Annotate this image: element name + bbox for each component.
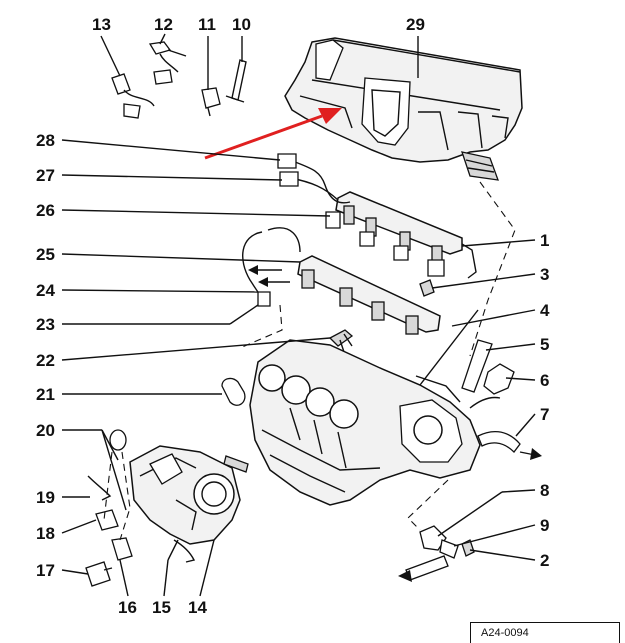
callout-4: 4 <box>540 301 550 320</box>
clip-19 <box>87 475 112 501</box>
callout-23: 23 <box>36 315 55 334</box>
callout-2: 2 <box>540 551 549 570</box>
sensor-18 <box>95 509 119 531</box>
plug-17 <box>85 561 113 587</box>
throttle-body <box>129 445 241 545</box>
sensor-13 <box>111 73 155 119</box>
callout-29: 29 <box>406 15 425 34</box>
callout-5: 5 <box>540 335 549 354</box>
hose-5 <box>461 339 493 393</box>
gasket-21 <box>221 377 246 406</box>
fitting-group-8-9-2 <box>398 525 475 582</box>
leader-lines <box>61 33 536 597</box>
callout-3: 3 <box>540 265 549 284</box>
callout-17: 17 <box>36 561 55 580</box>
lower-fuel-rail <box>242 227 441 335</box>
sensor-11 <box>201 87 221 117</box>
callout-24: 24 <box>36 281 55 300</box>
bracket-10 <box>225 59 247 103</box>
callout-12: 12 <box>154 15 173 34</box>
callout-1: 1 <box>540 231 549 250</box>
callout-22: 22 <box>36 351 55 370</box>
callout-11: 11 <box>198 15 216 34</box>
bolt-throttle <box>223 455 249 473</box>
fuel-rail <box>325 191 477 279</box>
callout-7: 7 <box>540 405 549 424</box>
callout-14: 14 <box>188 598 207 617</box>
callout-19: 19 <box>36 488 55 507</box>
callout-16: 16 <box>118 598 137 617</box>
callout-20: 20 <box>36 421 55 440</box>
lower-intake-manifold <box>249 339 481 506</box>
highlight-arrow <box>204 108 342 160</box>
injector-wiring-harness <box>277 153 351 204</box>
bolt-22 <box>328 329 354 353</box>
connector-16 <box>111 537 133 561</box>
upper-intake-plenum <box>284 37 523 181</box>
callout-13: 13 <box>92 15 111 34</box>
sensor-12 <box>148 41 187 85</box>
hose-7 <box>477 431 542 460</box>
callout-10: 10 <box>232 15 251 34</box>
callout-21: 21 <box>36 385 55 404</box>
callout-9: 9 <box>540 516 549 535</box>
o-ring-20 <box>109 429 127 451</box>
bolt-3 <box>419 279 435 297</box>
callout-25: 25 <box>36 245 55 264</box>
callout-8: 8 <box>540 481 549 500</box>
callout-27: 27 <box>36 166 55 185</box>
figure-code: A24-0094 <box>481 627 529 639</box>
callout-18: 18 <box>36 524 55 543</box>
callout-26: 26 <box>36 201 55 220</box>
bracket-6 <box>469 363 515 409</box>
figure-code-box: A24-0094 <box>470 622 620 643</box>
callout-6: 6 <box>540 371 549 390</box>
callout-labels: 13 12 11 10 29 28 27 26 1 25 3 24 4 23 5… <box>36 15 550 617</box>
assembly-lines <box>103 181 516 541</box>
callout-28: 28 <box>36 131 55 150</box>
callout-15: 15 <box>152 598 171 617</box>
